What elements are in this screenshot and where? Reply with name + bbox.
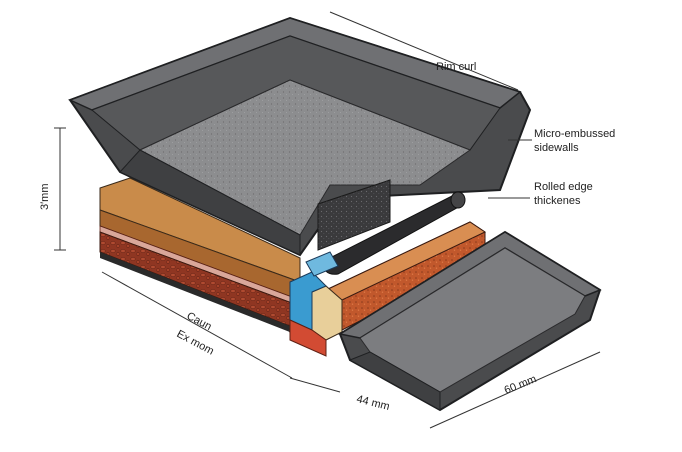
- height-dimension-label: 3′mm: [39, 183, 51, 210]
- rolled-edge-label-line2: thickenes: [534, 195, 581, 207]
- layered-base-slab: [99, 177, 317, 338]
- rim-curl-label: Rim curl: [436, 61, 476, 73]
- foam-block: [317, 179, 391, 251]
- micro-embossed-label-line2: sidewalls: [534, 142, 579, 154]
- dim-44-label: 44 mm: [355, 393, 391, 413]
- wood-layer: [99, 177, 301, 283]
- dimension-lines: [54, 11, 601, 429]
- small-tray: [337, 230, 602, 412]
- dim-60-label: 60 mm: [503, 373, 539, 397]
- caun-label: Caun: [185, 310, 214, 333]
- edge-layers: [289, 221, 487, 357]
- red-base-strip: [289, 319, 327, 357]
- edge-insert: [317, 179, 466, 275]
- micro-embossed-label-line1: Micro-embussed: [534, 128, 615, 140]
- rolled-edge-label-line1: Rolled edge: [534, 181, 593, 193]
- main-tray: [68, 16, 532, 257]
